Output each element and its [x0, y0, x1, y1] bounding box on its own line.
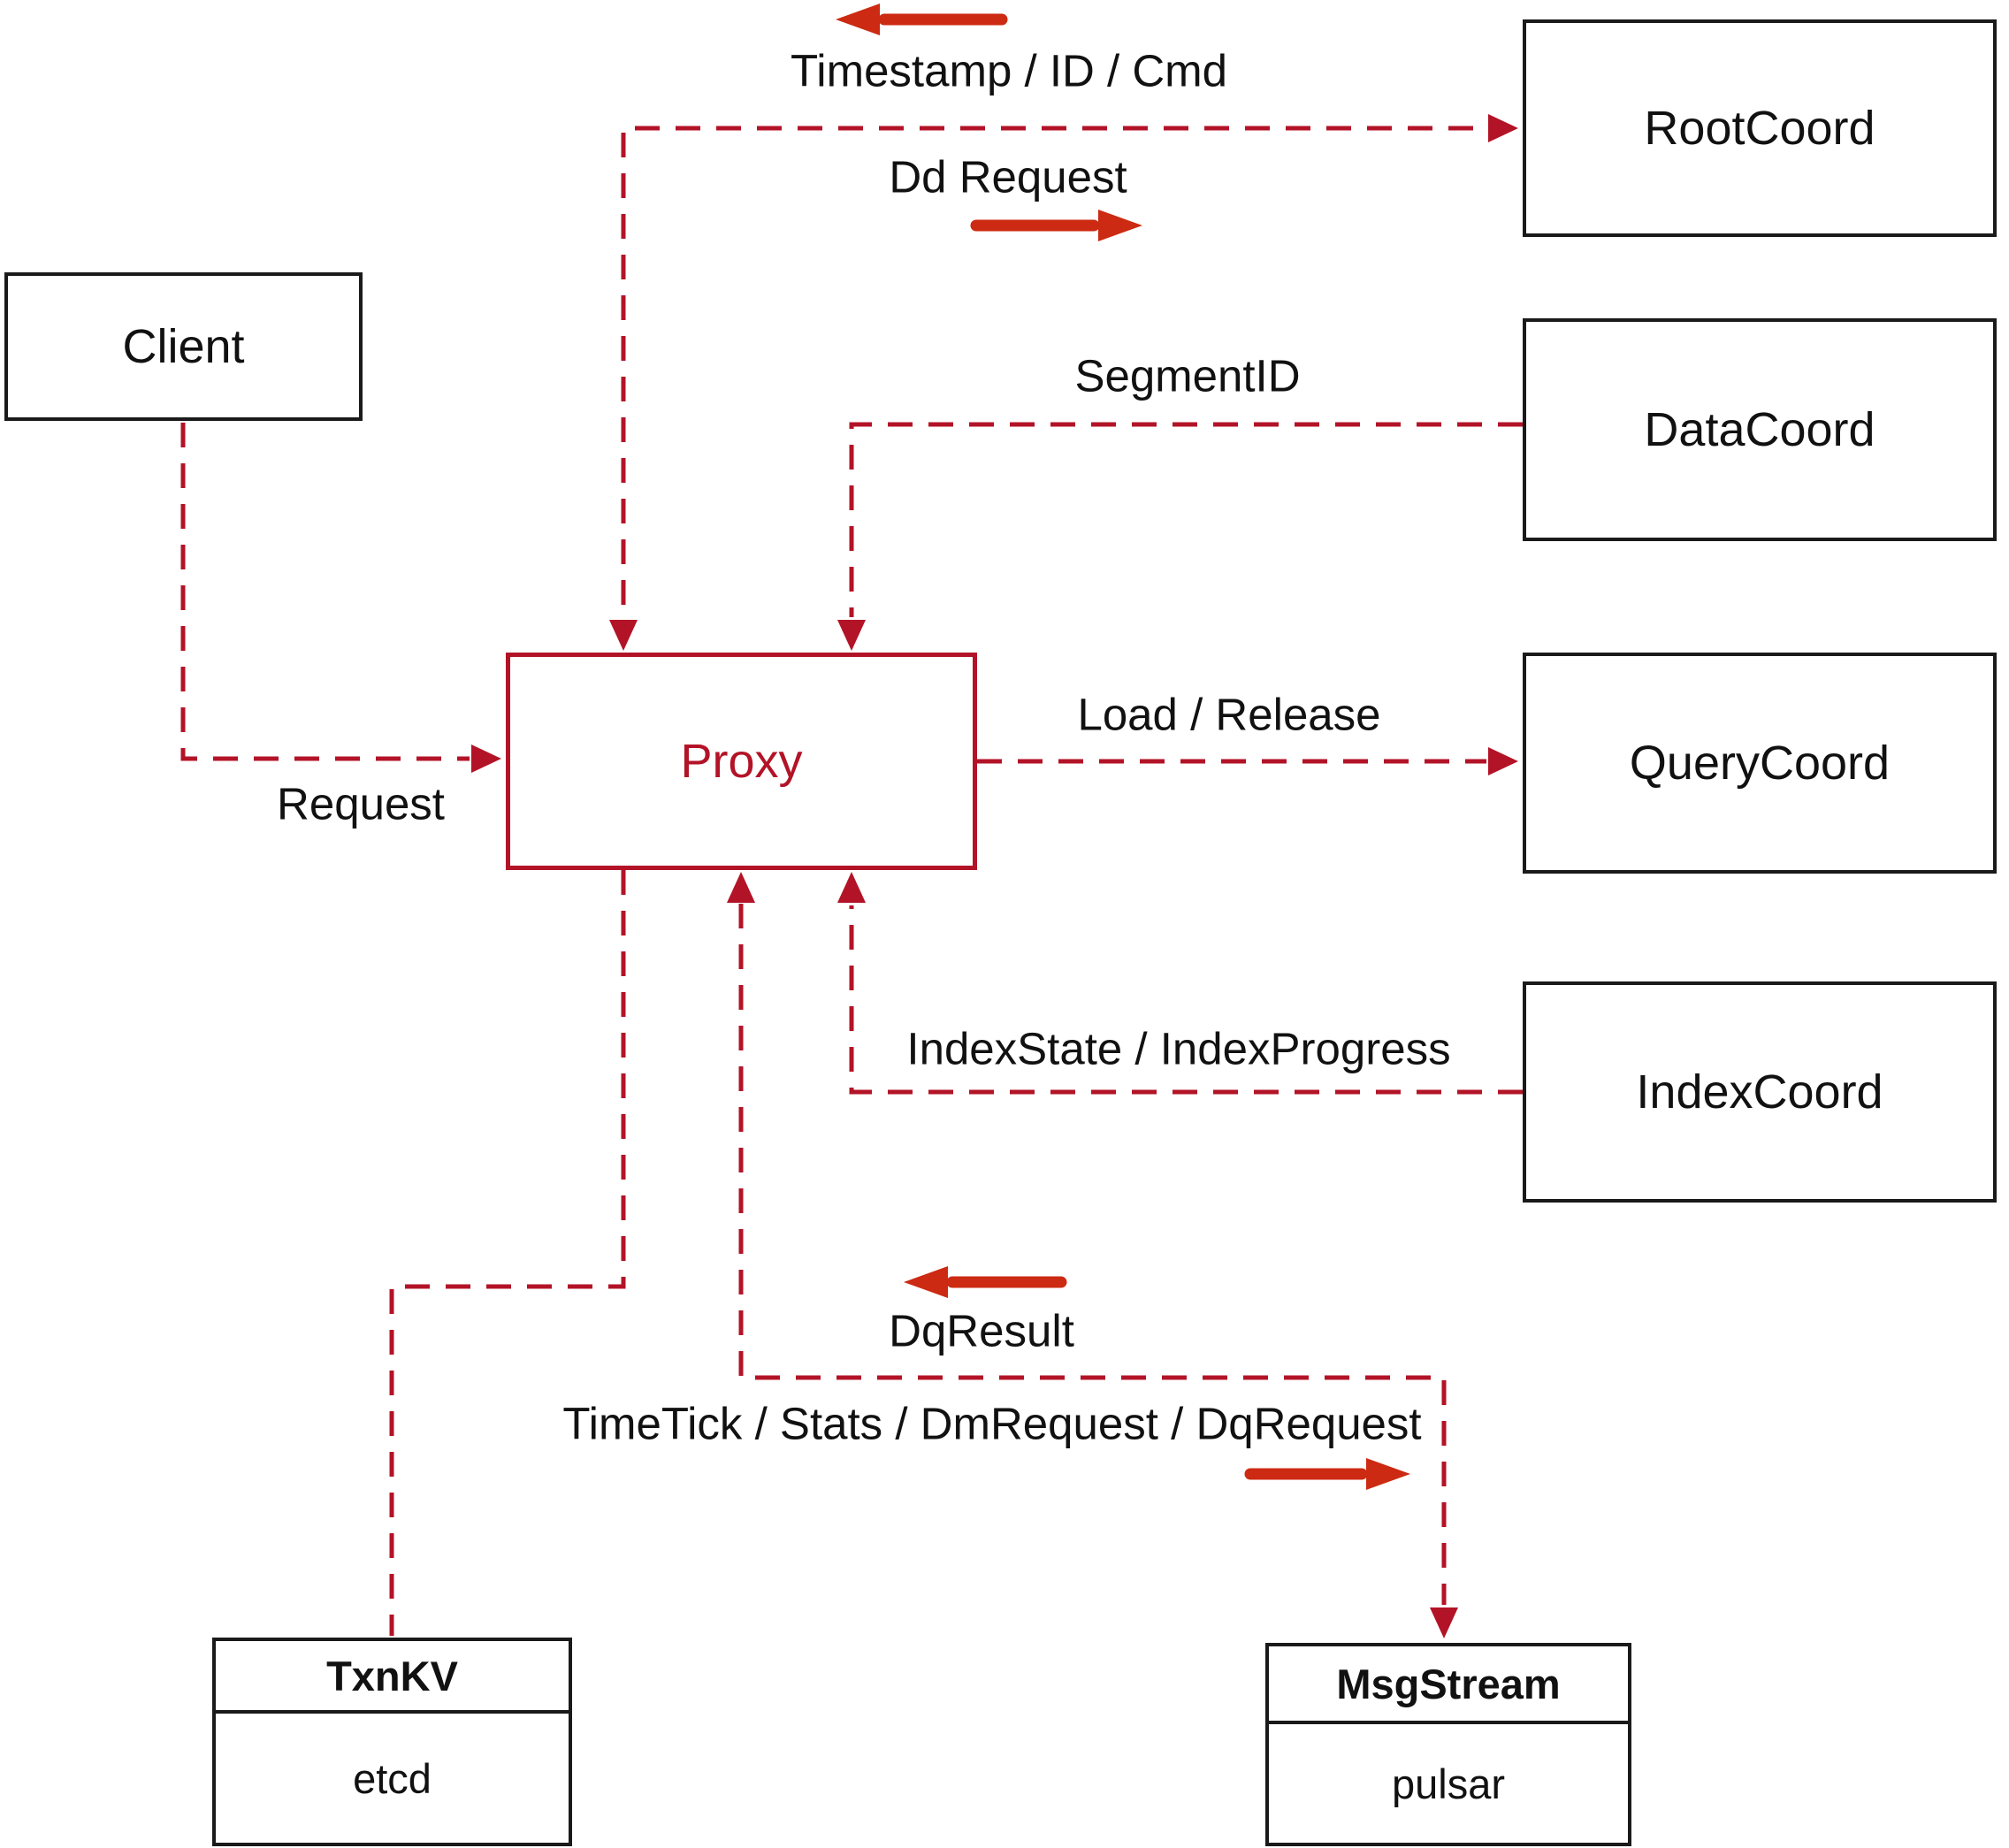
dd-request-direction-right-arrow-icon	[970, 210, 1142, 241]
edge-datacoord-proxy-line	[849, 422, 1523, 617]
arrowhead-into-proxy-top-left-icon	[609, 620, 638, 651]
datacoord-label: DataCoord	[1644, 403, 1875, 456]
arrowhead-into-rootcoord-icon	[1488, 114, 1518, 142]
txnkv-title: TxnKV	[216, 1641, 569, 1714]
timetick-direction-right-arrow-icon	[1244, 1458, 1410, 1490]
arrowhead-into-proxy-bottom-right-icon	[837, 872, 866, 903]
proxy-node: Proxy	[506, 653, 977, 870]
client-label: Client	[122, 320, 245, 373]
edge-client-proxy-line	[180, 423, 470, 761]
arrowhead-into-querycoord-icon	[1488, 747, 1518, 775]
txnkv-impl-label: etcd	[353, 1754, 432, 1802]
msgstream-title: MsgStream	[1269, 1646, 1628, 1724]
arrowhead-into-msgstream-icon	[1430, 1607, 1458, 1638]
edge-label-dq-result: DqResult	[889, 1305, 1074, 1356]
msgstream-impl: pulsar	[1269, 1724, 1628, 1843]
arrowhead-into-proxy-top-right-icon	[837, 620, 866, 651]
edge-proxy-msgstream-line	[738, 904, 1447, 1605]
edge-proxy-txnkv-line	[389, 870, 626, 1636]
msgstream-title-label: MsgStream	[1336, 1660, 1561, 1707]
msgstream-node: MsgStream pulsar	[1265, 1643, 1631, 1846]
edge-proxy-rootcoord-line	[621, 126, 1514, 617]
edge-label-request: Request	[277, 778, 445, 829]
rootcoord-node: RootCoord	[1523, 19, 1997, 237]
dq-result-direction-left-arrow-icon	[904, 1266, 1067, 1298]
txnkv-node: TxnKV etcd	[212, 1638, 572, 1846]
msgstream-impl-label: pulsar	[1391, 1760, 1505, 1807]
edge-label-timetick-stats: TimeTick / Stats / DmRequest / DqRequest	[562, 1398, 1422, 1449]
arrowhead-into-proxy-left-icon	[471, 745, 501, 773]
edge-label-timestamp-id-cmd: Timestamp / ID / Cmd	[790, 45, 1228, 96]
txnkv-title-label: TxnKV	[326, 1652, 458, 1699]
arrowhead-into-proxy-bottom-left-icon	[727, 872, 755, 903]
edge-indexcoord-proxy-line	[849, 905, 1523, 1095]
edge-label-segment-id: SegmentID	[1074, 350, 1301, 401]
edge-label-load-release: Load / Release	[1077, 689, 1381, 740]
indexcoord-label: IndexCoord	[1636, 1065, 1883, 1119]
indexcoord-node: IndexCoord	[1523, 981, 1997, 1203]
datacoord-node: DataCoord	[1523, 318, 1997, 541]
querycoord-node: QueryCoord	[1523, 653, 1997, 874]
client-node: Client	[4, 272, 363, 421]
edge-label-dd-request: Dd Request	[889, 151, 1127, 202]
timestamp-direction-left-arrow-icon	[836, 4, 1008, 35]
txnkv-impl: etcd	[216, 1714, 569, 1843]
rootcoord-label: RootCoord	[1644, 102, 1875, 155]
querycoord-label: QueryCoord	[1629, 737, 1891, 790]
edge-label-index-state-progress: IndexState / IndexProgress	[906, 1023, 1451, 1074]
proxy-label: Proxy	[680, 735, 803, 788]
